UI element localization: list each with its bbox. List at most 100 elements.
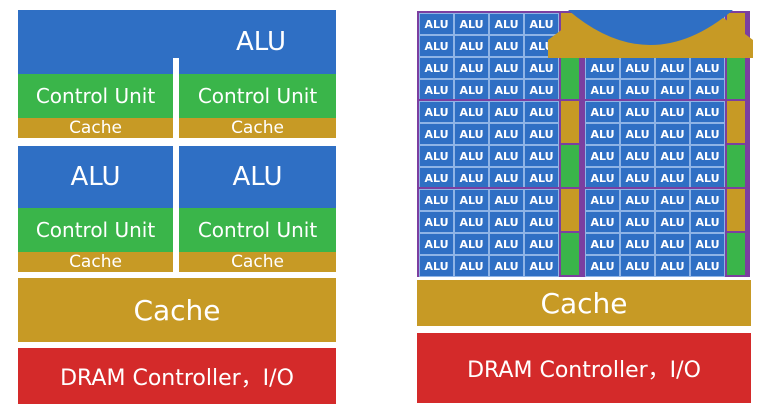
gpu-alu-cell: ALU [489, 211, 524, 233]
gpu-alu-cell: ALU [655, 57, 690, 79]
gpu-cache-strip [727, 101, 745, 143]
cpu-shared-cache-label: Cache [133, 293, 221, 327]
gpu-alu-cell: ALU [524, 167, 559, 189]
gpu-alu-cell: ALU [524, 123, 559, 145]
gpu-alu-cell: ALU [489, 79, 524, 101]
gpu-alu-cell: ALU [620, 255, 655, 277]
gpu-alu-cell: ALU [585, 167, 620, 189]
gpu-alu-cell: ALU [419, 211, 454, 233]
gpu-alu-cell: ALU [620, 123, 655, 145]
gpu-alu-cell: ALU [524, 211, 559, 233]
cpu-core-cache-label: Cache [69, 118, 122, 138]
gpu-alu-cell: ALU [489, 101, 524, 123]
gpu-cache-strip [561, 101, 579, 143]
gpu-alu-cell: ALU [524, 189, 559, 211]
cpu-control-unit: Control Unit [18, 74, 173, 118]
gpu-alu-cell: ALU [690, 145, 725, 167]
gpu-alu-cell: ALU [690, 189, 725, 211]
cpu-alu: ALU [18, 146, 173, 208]
gpu-alu-cell: ALU [620, 211, 655, 233]
gpu-cache-strip [727, 189, 745, 231]
gpu-alu-cell: ALU [454, 145, 489, 167]
gpu-control-strip [727, 145, 745, 187]
gpu-alu-cell: ALU [419, 233, 454, 255]
gpu-alu-cell: ALU [620, 189, 655, 211]
gpu-alu-cell: ALU [655, 211, 690, 233]
gpu-alu-cell: ALU [524, 57, 559, 79]
gpu-alu-cell: ALU [585, 233, 620, 255]
cpu-shared-cache: Cache [18, 278, 336, 342]
gpu-top-overlay-shape [548, 10, 753, 58]
gpu-dram-controller: DRAM Controller，I/O [417, 333, 751, 403]
gpu-alu-cell: ALU [655, 79, 690, 101]
gpu-alu-cell: ALU [454, 79, 489, 101]
gpu-alu-cell: ALU [585, 189, 620, 211]
gpu-alu-cell: ALU [489, 145, 524, 167]
gpu-alu-cell: ALU [454, 13, 489, 35]
gpu-alu-cell: ALU [489, 233, 524, 255]
gpu-alu-cell: ALU [620, 79, 655, 101]
gpu-alu-cell: ALU [655, 255, 690, 277]
gpu-alu-cell: ALU [620, 233, 655, 255]
gpu-alu-cell: ALU [454, 35, 489, 57]
gpu-alu-cell: ALU [524, 13, 559, 35]
gpu-alu-cell: ALU [454, 189, 489, 211]
gpu-alu-cell: ALU [655, 145, 690, 167]
gpu-alu-cell: ALU [419, 35, 454, 57]
cpu-core-cache: Cache [18, 252, 173, 272]
gpu-alu-cell: ALU [585, 255, 620, 277]
cpu-control-unit: Control Unit [179, 208, 336, 252]
gpu-alu-cell: ALU [454, 57, 489, 79]
gpu-alu-cell: ALU [690, 101, 725, 123]
gpu-alu-cell: ALU [524, 145, 559, 167]
gpu-alu-cell: ALU [690, 167, 725, 189]
gpu-alu-cell: ALU [690, 123, 725, 145]
gpu-alu-cell: ALU [655, 189, 690, 211]
gpu-control-strip [727, 233, 745, 275]
gpu-alu-cell: ALU [655, 123, 690, 145]
gpu-alu-cell: ALU [419, 57, 454, 79]
cpu-core-cache: Cache [179, 118, 336, 138]
gpu-alu-cell: ALU [489, 57, 524, 79]
gpu-alu-cell: ALU [655, 101, 690, 123]
gpu-alu-cell: ALU [620, 101, 655, 123]
cpu-alu-label: ALU [70, 162, 121, 192]
gpu-alu-cell: ALU [489, 189, 524, 211]
gpu-alu-cell: ALU [454, 167, 489, 189]
gpu-alu-cell: ALU [454, 123, 489, 145]
cpu-control-unit: Control Unit [179, 74, 336, 118]
gpu-alu-cell: ALU [524, 79, 559, 101]
cpu-core-cache: Cache [179, 252, 336, 272]
gpu-control-strip [561, 233, 579, 275]
gpu-alu-cell: ALU [454, 101, 489, 123]
gpu-alu-cell: ALU [419, 145, 454, 167]
gpu-alu-cell: ALU [690, 211, 725, 233]
gpu-alu-cell: ALU [454, 233, 489, 255]
gpu-alu-cell: ALU [620, 167, 655, 189]
gpu-control-strip [561, 57, 579, 99]
gpu-alu-cell: ALU [690, 79, 725, 101]
cpu-dram-label: DRAM Controller，I/O [60, 366, 294, 391]
cpu-core-cache: Cache [18, 118, 173, 138]
cpu-core-cache-label: Cache [69, 252, 122, 272]
gpu-alu-cell: ALU [489, 35, 524, 57]
cpu-control-unit: Control Unit [18, 208, 173, 252]
gpu-cache-strip [561, 189, 579, 231]
gpu-alu-cell: ALU [585, 79, 620, 101]
cpu-core-cache-label: Cache [231, 118, 284, 138]
cpu-alu: ALU [179, 146, 336, 208]
cpu-control-unit-label: Control Unit [35, 218, 156, 242]
gpu-alu-cell: ALU [419, 167, 454, 189]
gpu-alu-cell: ALU [419, 13, 454, 35]
gpu-alu-cell: ALU [419, 79, 454, 101]
gpu-alu-cell: ALU [585, 101, 620, 123]
cpu-control-unit-label: Control Unit [197, 218, 318, 242]
gpu-alu-cell: ALU [620, 145, 655, 167]
gpu-alu-cell: ALU [489, 13, 524, 35]
gpu-alu-cell: ALU [454, 211, 489, 233]
gpu-alu-cell: ALU [489, 123, 524, 145]
gpu-alu-cell: ALU [489, 167, 524, 189]
gpu-alu-cell: ALU [655, 167, 690, 189]
gpu-alu-cell: ALU [585, 211, 620, 233]
gpu-alu-cell: ALU [690, 57, 725, 79]
